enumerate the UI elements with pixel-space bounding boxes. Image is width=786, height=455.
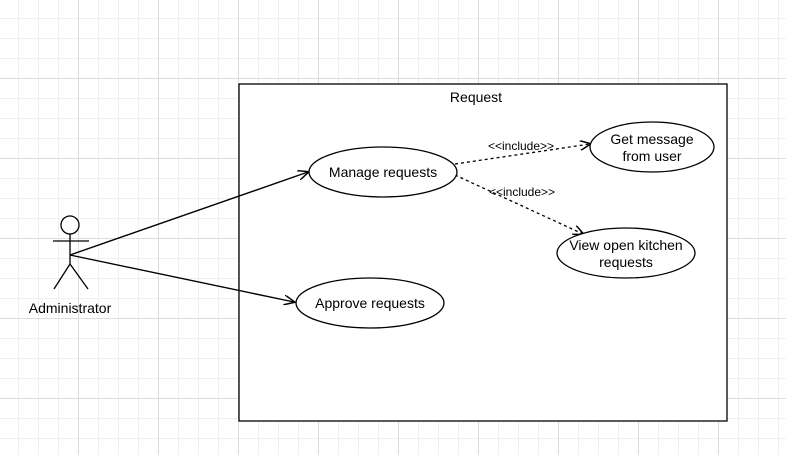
use-case-label: Approve requests bbox=[315, 295, 425, 311]
use-case-get-message[interactable]: Get message from user bbox=[589, 121, 715, 173]
association-approve-requests[interactable] bbox=[69, 254, 294, 302]
actor-name: Administrator bbox=[29, 300, 112, 316]
use-case-label-line-1: Get message bbox=[610, 131, 693, 147]
system-boundary-title: Request bbox=[450, 89, 502, 105]
association-manage-requests[interactable] bbox=[69, 172, 308, 256]
use-case-label: Manage requests bbox=[329, 164, 437, 180]
use-case-view-open-kitchen[interactable]: View open kitchen requests bbox=[556, 227, 696, 279]
actor-administrator[interactable]: Administrator bbox=[29, 215, 112, 316]
use-case-approve-requests[interactable]: Approve requests bbox=[295, 277, 445, 329]
stick-figure-icon bbox=[53, 215, 89, 290]
use-case-manage-requests[interactable]: Manage requests bbox=[308, 146, 458, 198]
use-case-label-line-2: requests bbox=[599, 254, 653, 270]
include-label-2: <<include>> bbox=[489, 185, 555, 199]
use-case-label-line-1: View open kitchen bbox=[569, 237, 682, 253]
include-arrow-get-message[interactable] bbox=[454, 144, 590, 165]
include-label-1: <<include>> bbox=[488, 139, 554, 153]
use-case-label-line-2: from user bbox=[622, 148, 681, 164]
